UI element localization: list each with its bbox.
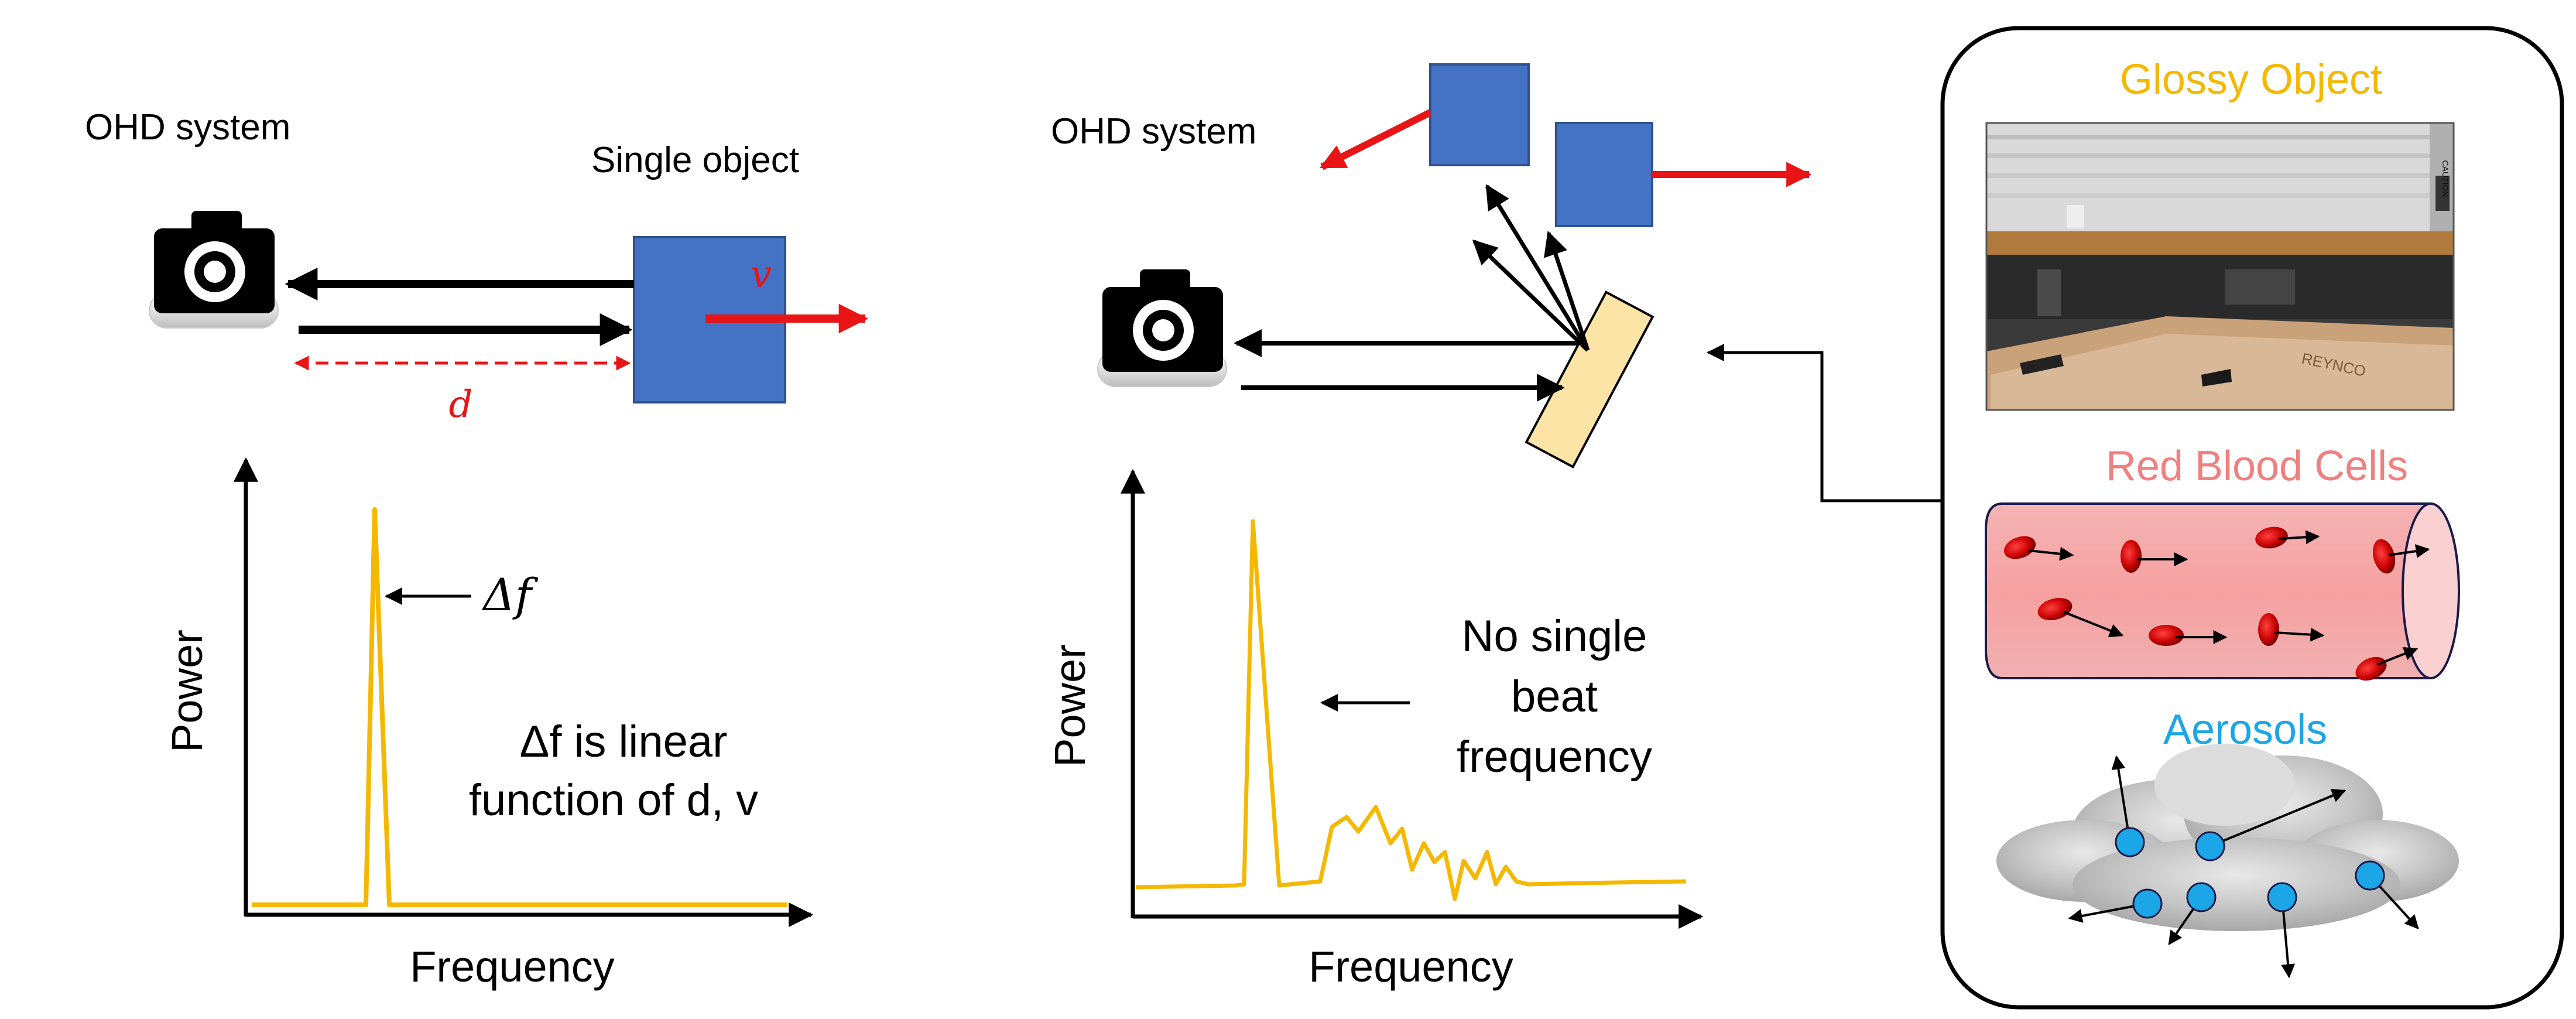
aerosol-particles	[2068, 755, 2419, 979]
moving-object-top	[1429, 63, 1530, 166]
motion-arrow-left	[1320, 109, 1432, 170]
aerosol-particle	[2168, 882, 2217, 945]
rbc-cell	[2121, 540, 2188, 573]
rbc-cell	[2037, 597, 2124, 638]
left-note-line1: Δf is linear	[520, 717, 728, 767]
rbc-cell	[2003, 536, 2074, 561]
aerosol-title: Aerosols	[2163, 706, 2327, 753]
scatter-arrow-2	[1472, 240, 1590, 352]
rbc-cell	[2372, 539, 2430, 574]
moving-object-right	[1555, 122, 1653, 227]
rbc-cell	[2258, 613, 2325, 646]
glossy-title: Glossy Object	[2120, 56, 2382, 103]
left-x-axis-label: Frequency	[410, 942, 615, 991]
left-y-axis-label: Power	[163, 630, 211, 753]
distance-symbol: d	[449, 383, 473, 426]
middle-spectrum-curve	[1135, 519, 1687, 901]
caution-stamp: CAUTION	[2441, 160, 2450, 197]
rbc-cell	[2255, 526, 2320, 549]
middle-panel: OHD system No single beat frequency Powe…	[1046, 63, 1812, 991]
blood-vessel	[1985, 502, 2460, 679]
reflector-surface	[1525, 290, 1654, 469]
middle-y-axis-label: Power	[1046, 644, 1094, 767]
middle-x-axis-label: Frequency	[1308, 942, 1513, 991]
velocity-symbol: v	[751, 253, 772, 296]
rbc-title: Red Blood Cells	[2106, 443, 2408, 490]
scatter-arrow-3	[1544, 231, 1590, 351]
connector-arrow	[1707, 344, 1943, 502]
left-note-line2: function of d, v	[469, 775, 758, 825]
aerosol-particle	[2267, 882, 2297, 979]
left-object-label: Single object	[591, 140, 799, 180]
aerosol-particle	[2355, 860, 2419, 929]
rbc-cell	[2355, 647, 2419, 681]
rbc-cell	[2149, 625, 2228, 646]
aerosol-particle	[2068, 888, 2163, 923]
middle-note-line2: beat	[1511, 672, 1598, 721]
left-spectrum-curve	[252, 507, 787, 907]
left-system-label: OHD system	[85, 107, 290, 148]
camera-icon	[149, 210, 279, 329]
aerosol-particle	[2195, 789, 2347, 861]
middle-note-line1: No single	[1462, 611, 1647, 661]
middle-note-line3: frequency	[1457, 732, 1652, 782]
middle-system-label: OHD system	[1051, 111, 1256, 152]
aerosol-particle	[2111, 755, 2145, 857]
camera-icon	[1097, 269, 1227, 387]
scatter-arrow-1	[1485, 184, 1590, 351]
red-blood-cells	[2003, 526, 2430, 681]
right-panel: Glossy Object CAUTION REYNCO Red Blood C…	[1940, 26, 2564, 1010]
peak-annotation: Δf	[481, 569, 539, 621]
glossy-object-photo: CAUTION REYNCO	[1985, 122, 2455, 411]
left-panel: OHD system Single object d v Δf Δf is li…	[85, 107, 869, 991]
